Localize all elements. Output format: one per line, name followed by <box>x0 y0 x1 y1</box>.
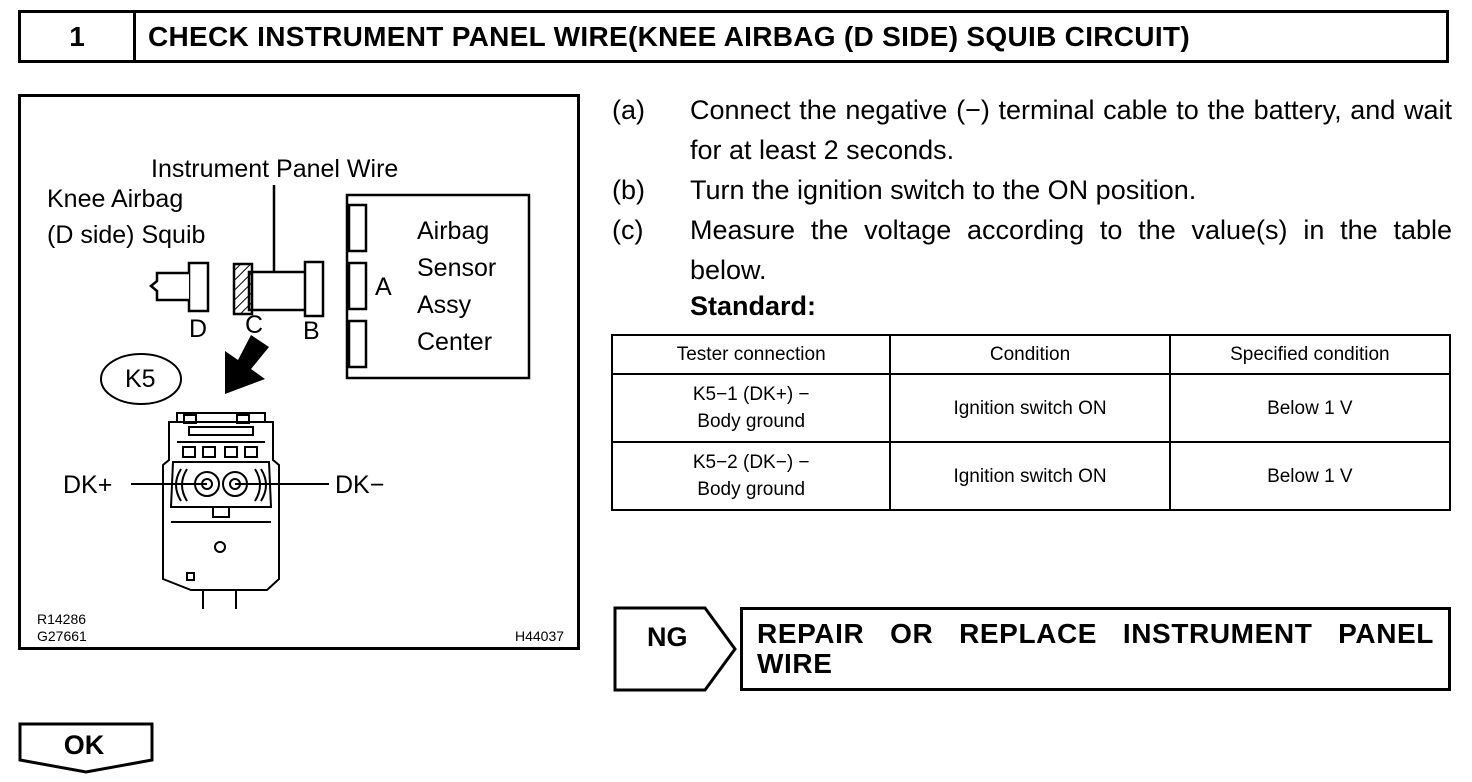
step-text: Turn the ignition switch to the ON posit… <box>690 175 1197 205</box>
label-sensor-line3: Assy <box>417 291 472 319</box>
step-label: (b) <box>612 175 645 205</box>
label-connector-a: A <box>375 273 392 301</box>
connection-line2: Body ground <box>697 411 806 432</box>
ng-branch-arrow: NG <box>613 606 737 692</box>
step-item: (a) Connect the negative (−) terminal ca… <box>612 90 1452 170</box>
step-number: 1 <box>21 13 136 60</box>
step-item: (b) Turn the ignition switch to the ON p… <box>612 170 1452 210</box>
condition-cell: Ignition switch ON <box>889 373 1171 443</box>
ref-code-3: H44037 <box>515 628 565 644</box>
connection-line1: K5−1 (DK+) − <box>692 384 810 405</box>
instrument-panel-wire <box>232 185 325 318</box>
k5-connector-face <box>162 412 280 609</box>
ok-arrow-shape <box>18 722 154 774</box>
table-row: K5−1 (DK+) − Body ground Ignition switch… <box>610 373 1452 443</box>
step-label: (c) <box>612 215 644 245</box>
label-knee-airbag-line1: Knee Airbag <box>47 185 184 213</box>
pointer-arrow <box>225 335 269 394</box>
label-connector-c: C <box>245 311 264 339</box>
label-dk-plus: DK+ <box>63 471 113 499</box>
ng-arrow-shape <box>613 606 737 692</box>
tester-connection-cell: K5−2 (DK−) − Body ground <box>610 441 892 511</box>
connector-diagram: Instrument Panel Wire Knee Airbag (D sid… <box>18 94 580 650</box>
ng-action-box: REPAIR OR REPLACE INSTRUMENT PANEL WIRE <box>740 607 1451 691</box>
specification-table: Tester connection Condition Specified co… <box>610 334 1452 511</box>
standard-label: Standard: <box>690 291 817 321</box>
step-label: (a) <box>612 95 645 125</box>
label-connector-d: D <box>189 315 208 343</box>
procedure-steps: (a) Connect the negative (−) terminal ca… <box>612 90 1452 290</box>
specified-condition-cell: Below 1 V <box>1168 373 1452 443</box>
label-instrument-panel-wire: Instrument Panel Wire <box>151 155 399 183</box>
diagram-drawing <box>100 185 531 609</box>
step-header: 1 CHECK INSTRUMENT PANEL WIRE(KNEE AIRBA… <box>18 10 1449 63</box>
connection-line1: K5−2 (DK−) − <box>692 452 810 473</box>
specified-condition-cell: Below 1 V <box>1168 441 1452 511</box>
label-knee-airbag-line2: (D side) Squib <box>47 221 206 249</box>
table-row: K5−2 (DK−) − Body ground Ignition switch… <box>610 441 1452 511</box>
ok-branch-arrow: OK <box>18 722 156 774</box>
step-text: Measure the voltage according to the val… <box>690 215 1452 285</box>
ref-code-1: R14286 <box>37 611 87 627</box>
tester-connection-cell: K5−1 (DK+) − Body ground <box>610 373 892 443</box>
step-text: Connect the negative (−) terminal cable … <box>690 95 1452 165</box>
column-header: Condition <box>889 334 1171 375</box>
label-dk-minus: DK− <box>335 471 385 499</box>
label-sensor-line4: Center <box>417 328 493 356</box>
k5-ellipse <box>100 353 182 405</box>
ref-code-2: G27661 <box>37 628 87 644</box>
column-header: Tester connection <box>610 334 892 375</box>
table-header-row: Tester connection Condition Specified co… <box>610 334 1452 375</box>
label-sensor-line1: Airbag <box>417 217 490 245</box>
ok-label: OK <box>63 730 105 760</box>
squib-connector-d <box>149 261 210 313</box>
condition-cell: Ignition switch ON <box>889 441 1171 511</box>
airbag-sensor-box <box>345 193 531 380</box>
connection-line2: Body ground <box>697 479 806 500</box>
step-title: CHECK INSTRUMENT PANEL WIRE(KNEE AIRBAG … <box>148 20 1190 52</box>
step-item: (c) Measure the voltage according to the… <box>612 210 1452 290</box>
label-connector-b: B <box>303 317 320 345</box>
column-header: Specified condition <box>1168 334 1452 375</box>
label-sensor-line2: Sensor <box>417 254 497 282</box>
ng-label: NG <box>647 622 688 652</box>
label-connector-id: K5 <box>125 365 156 393</box>
